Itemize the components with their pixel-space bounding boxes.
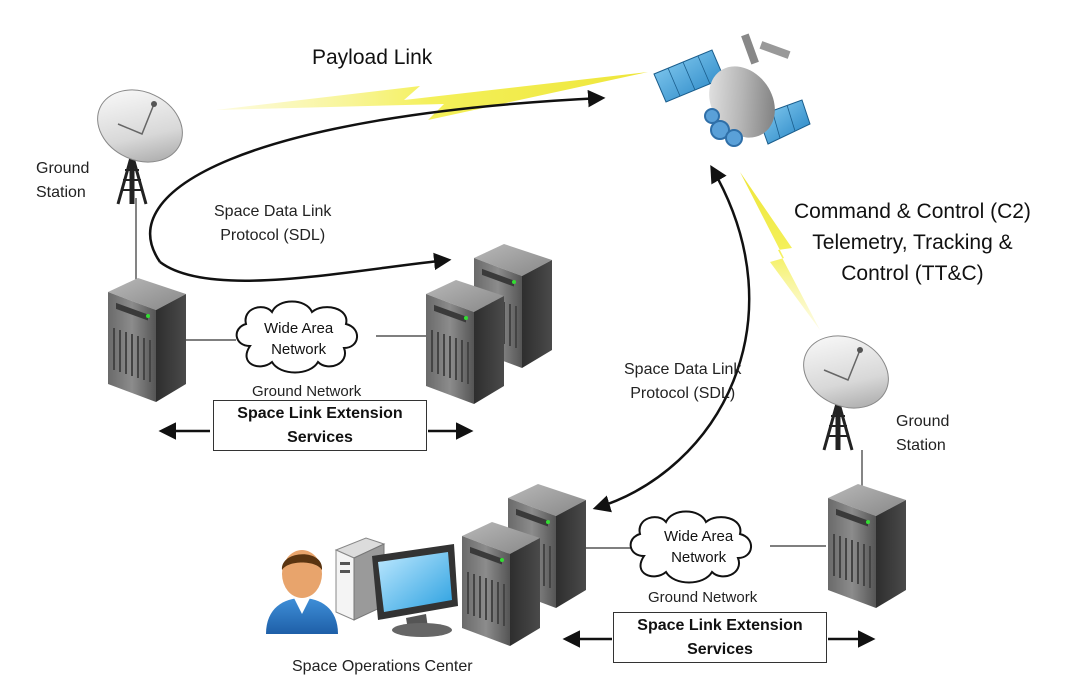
server-tower-icon [425, 279, 505, 405]
sle-services-box-right: Space Link Extension Services [613, 612, 827, 663]
user-icon [266, 550, 338, 634]
c2-ttc-label: Command & Control (C2) Telemetry, Tracki… [794, 200, 1031, 285]
server-tower-icon [107, 277, 187, 403]
lightning-bolt-icon [740, 172, 820, 330]
ground-network-label-right: Ground Network [648, 589, 758, 606]
ground-network-label-left: Ground Network [252, 383, 362, 400]
ground-station-label-right: Ground Station [896, 413, 950, 454]
sdl-arrow-right [592, 164, 751, 513]
ground-station-label-left: Ground Station [36, 160, 90, 201]
desktop-computer-icon [334, 537, 458, 637]
server-tower-icon [827, 483, 907, 609]
sdl-arrow-upper [148, 89, 606, 263]
wan-label-right: Wide Area Network [664, 528, 734, 566]
sdl-label-right: Space Data Link Protocol (SDL) [624, 361, 742, 402]
sle-services-box-left: Space Link Extension Services [213, 400, 427, 451]
sdl-arrow-lower [159, 252, 452, 282]
dish-antenna-icon [792, 323, 900, 450]
payload-link-label: Payload Link [312, 46, 433, 69]
sdl-label-left: Space Data Link Protocol (SDL) [214, 203, 332, 244]
server-tower-icon [461, 521, 541, 647]
wan-label-left: Wide Area Network [264, 320, 334, 358]
dish-antenna-icon [86, 77, 194, 204]
space-operations-center-label: Space Operations Center [292, 658, 473, 675]
satellite-icon [653, 33, 811, 147]
